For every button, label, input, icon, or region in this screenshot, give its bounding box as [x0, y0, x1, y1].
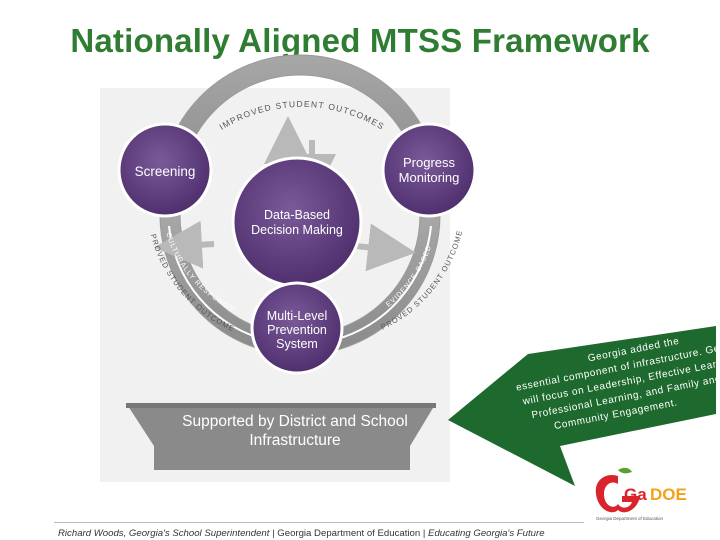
base-label-line2: Infrastructure: [249, 432, 340, 449]
mlp-label-line2: Prevention: [267, 323, 327, 337]
base-label-line1: Supported by District and School: [182, 413, 408, 430]
footer-separator: |: [272, 528, 275, 539]
apple-mark-icon: [595, 474, 640, 513]
arrow-right-to-evidence: [355, 223, 416, 272]
center-label-line2: Decision Making: [251, 223, 343, 237]
footer-separator: |: [422, 528, 426, 539]
arrow-left-to-screening: [154, 220, 215, 269]
footer-superintendent: Richard Woods, Georgia's School Superint…: [58, 528, 270, 539]
ring-inner-right-line: [333, 225, 432, 341]
progress-label-line2: Monitoring: [399, 170, 460, 185]
logo-wordmark-ga: Ga: [624, 485, 647, 504]
mlp-label-line1: Multi-Level: [267, 309, 327, 323]
footer-department: Georgia Department of Education: [277, 528, 421, 539]
apple-leaf-icon: [618, 467, 632, 474]
infrastructure-base: Supported by District and School Infrast…: [126, 403, 436, 470]
progress-monitoring-node: Progress Monitoring: [381, 122, 477, 218]
page-title: Nationally Aligned MTSS Framework: [70, 22, 650, 59]
infrastructure-note-arrow: Georgia added the essential component of…: [448, 326, 720, 486]
footer: Richard Woods, Georgia's School Superint…: [58, 528, 598, 539]
center-label-line1: Data-Based: [264, 208, 330, 222]
data-based-decision-node: Data-Based Decision Making: [231, 156, 363, 288]
svg-text:IMPROVED STUDENT OUTCOMES: IMPROVED STUDENT OUTCOMES: [217, 99, 386, 132]
logo-tagline: Georgia Department of Education: [596, 516, 664, 521]
gadoe-logo: Ga DOE Georgia Department of Education: [595, 467, 687, 521]
footer-divider: [54, 522, 584, 523]
green-arrow-shape: [448, 326, 716, 486]
logo-wordmark-doe: DOE: [650, 485, 687, 504]
screening-node: Screening: [117, 122, 213, 218]
screening-label: Screening: [135, 164, 196, 179]
footer-slogan: Educating Georgia's Future: [428, 528, 545, 539]
ring-top-label: IMPROVED STUDENT OUTCOMES: [217, 99, 385, 132]
mlp-label-line3: System: [276, 337, 318, 351]
progress-label-line1: Progress: [403, 155, 456, 170]
multi-level-prevention-node: Multi-Level Prevention System: [250, 281, 344, 375]
